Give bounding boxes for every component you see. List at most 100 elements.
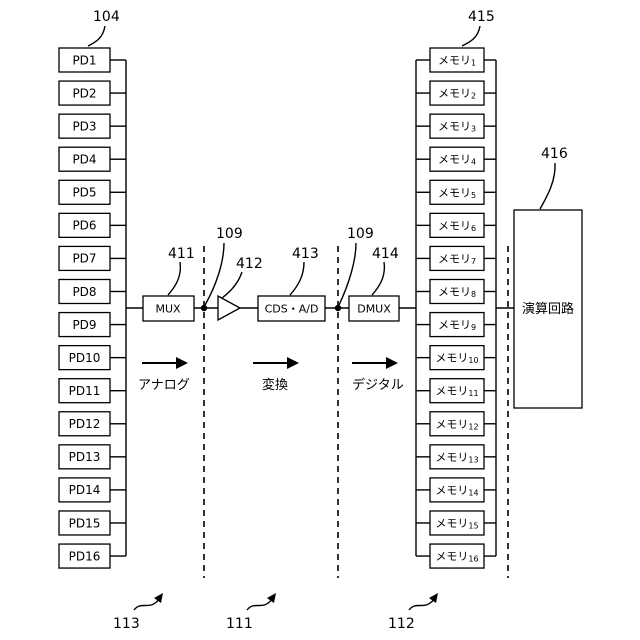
memory-label-text: メモリ [438, 87, 471, 100]
memory-index: 10 [468, 356, 478, 365]
ref-415: 415 [468, 9, 495, 25]
pd-row: PD16 [59, 544, 126, 568]
mux-label: MUX [155, 303, 181, 316]
flow-label-digital: デジタル [352, 377, 404, 393]
memory-row: メモリ13 [416, 445, 496, 469]
memory-index: 12 [468, 422, 478, 431]
memory-label-text: メモリ [438, 319, 471, 332]
memory-index: 14 [468, 488, 478, 497]
memory-row: メモリ16 [416, 544, 496, 568]
amplifier-triangle [218, 296, 240, 320]
pd-row: PD5 [59, 180, 126, 204]
ref-109-right: 109 [347, 226, 374, 242]
memory-index: 7 [471, 257, 476, 266]
memory-index: 4 [471, 158, 476, 167]
ref-104-leader [88, 26, 105, 46]
memory-label: メモリ7 [438, 252, 476, 266]
flow-arrow-digital [352, 357, 398, 369]
memory-row: メモリ5 [416, 180, 496, 204]
memory-index: 2 [471, 92, 476, 101]
memory-label-text: メモリ [438, 120, 471, 133]
memory-index: 6 [471, 224, 476, 233]
ref-416-leader [540, 163, 555, 209]
pd-row: PD12 [59, 412, 126, 436]
pd-label: PD6 [72, 219, 96, 233]
memory-index: 3 [471, 125, 476, 134]
ref-412-leader [222, 272, 242, 298]
ref-112-arrowhead [429, 593, 438, 603]
pd-label: PD3 [72, 119, 96, 133]
memory-row: メモリ12 [416, 412, 496, 436]
arithmetic-circuit-label: 演算回路 [522, 301, 574, 317]
pd-row: PD13 [59, 445, 126, 469]
pd-row: PD3 [59, 114, 126, 138]
pd-row: PD7 [59, 246, 126, 270]
memory-label: メモリ3 [438, 120, 476, 134]
memory-row: メモリ9 [416, 313, 496, 337]
ref-113: 113 [113, 616, 140, 632]
ref-104: 104 [93, 9, 120, 25]
memory-row: メモリ7 [416, 246, 496, 270]
pd-row: PD8 [59, 279, 126, 303]
ref-109-left: 109 [216, 226, 243, 242]
memory-label-text: メモリ [435, 484, 468, 497]
flow-arrow-analog [142, 357, 188, 369]
memory-label-text: メモリ [435, 418, 468, 431]
pd-label: PD13 [69, 450, 101, 464]
memory-label-text: メモリ [435, 385, 468, 398]
pd-label: PD1 [72, 53, 96, 67]
memory-index: 8 [471, 290, 476, 299]
memory-label: メモリ1 [438, 54, 476, 68]
pd-row: PD9 [59, 313, 126, 337]
ref-416: 416 [541, 146, 568, 162]
memory-index: 5 [471, 191, 476, 200]
memory-label-text: メモリ [438, 54, 471, 67]
ref-113-squiggle [134, 598, 160, 610]
memory-row: メモリ11 [416, 379, 496, 403]
memory-row: メモリ4 [416, 147, 496, 171]
ref-112-squiggle [409, 598, 435, 610]
memory-row: メモリ15 [416, 511, 496, 535]
ref-414: 414 [372, 246, 399, 262]
memory-label-text: メモリ [435, 517, 468, 530]
pd-row: PD6 [59, 213, 126, 237]
pd-label: PD11 [69, 384, 101, 398]
memory-row: メモリ14 [416, 478, 496, 502]
memory-label-text: メモリ [438, 219, 471, 232]
pd-label: PD7 [72, 252, 96, 266]
memory-label: メモリ4 [438, 153, 476, 167]
ref-109-left-leader [205, 243, 224, 305]
memory-index: 13 [468, 455, 478, 464]
ref-113-arrowhead [154, 593, 163, 603]
memory-row: メモリ8 [416, 279, 496, 303]
ref-111-arrowhead [267, 593, 276, 603]
pd-row: PD2 [59, 81, 126, 105]
photodiode-column: PD1PD2PD3PD4PD5PD6PD7PD8PD9PD10PD11PD12P… [59, 48, 126, 568]
flow-label-convert: 変換 [262, 377, 288, 393]
memory-column: メモリ1メモリ2メモリ3メモリ4メモリ5メモリ6メモリ7メモリ8メモリ9メモリ1… [416, 48, 496, 568]
cds-ad-label: CDS・A/D [265, 303, 319, 316]
ref-111: 111 [226, 616, 253, 632]
memory-index: 15 [468, 521, 478, 530]
pd-label: PD2 [72, 86, 96, 100]
pd-label: PD9 [72, 318, 96, 332]
pd-row: PD1 [59, 48, 126, 72]
ref-411: 411 [168, 246, 195, 262]
memory-index: 16 [468, 555, 478, 564]
memory-row: メモリ2 [416, 81, 496, 105]
memory-label: メモリ9 [438, 319, 476, 333]
ref-412: 412 [236, 256, 263, 272]
memory-index: 11 [468, 389, 478, 398]
memory-label: メモリ5 [438, 186, 476, 200]
flow-arrow-convert [253, 357, 299, 369]
memory-row: メモリ10 [416, 346, 496, 370]
pd-row: PD10 [59, 346, 126, 370]
ref-415-leader [462, 26, 480, 46]
ref-112: 112 [388, 616, 415, 632]
dmux-label: DMUX [357, 303, 391, 316]
memory-label: メモリ6 [438, 219, 476, 233]
pd-row: PD15 [59, 511, 126, 535]
memory-index: 1 [471, 59, 476, 68]
memory-label: メモリ8 [438, 285, 476, 299]
memory-label-text: メモリ [438, 285, 471, 298]
